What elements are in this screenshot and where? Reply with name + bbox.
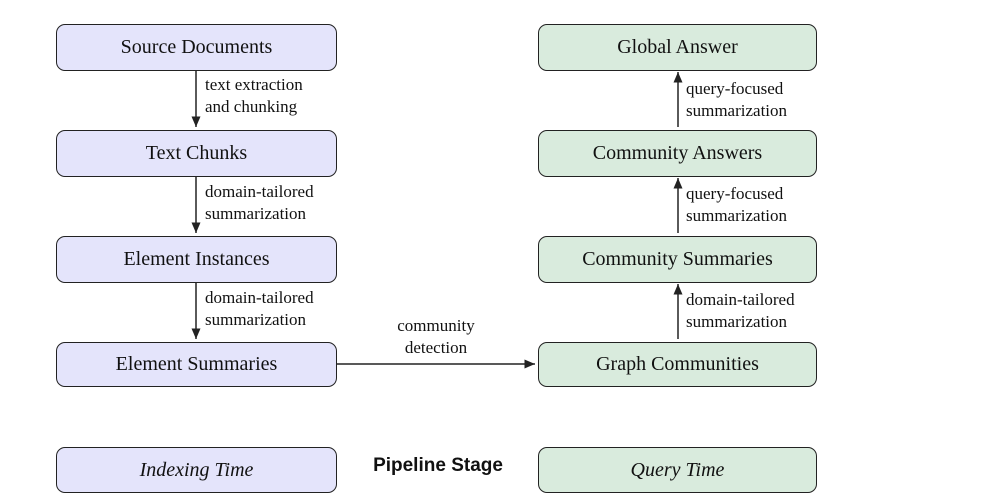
node-element-summaries: Element Summaries	[56, 342, 337, 387]
edge-label-query-focused-2: query-focused summarization	[686, 184, 788, 225]
node-graph-communities: Graph Communities	[538, 342, 817, 387]
node-global-answer: Global Answer	[538, 24, 817, 71]
edge-label-domain-tailored-3: domain-tailored summarization	[686, 290, 795, 331]
edge-label-domain-tailored-1: domain-tailored summarization	[205, 182, 314, 223]
legend-query-time: Query Time	[538, 447, 817, 493]
legend-indexing-time: Indexing Time	[56, 447, 337, 493]
node-community-answers: Community Answers	[538, 130, 817, 177]
node-community-summaries: Community Summaries	[538, 236, 817, 283]
edge-label-text-extraction: text extraction and chunking	[205, 75, 303, 116]
edge-label-query-focused-1: query-focused summarization	[686, 79, 788, 120]
edge-label-domain-tailored-2: domain-tailored summarization	[205, 288, 314, 329]
node-source-documents: Source Documents	[56, 24, 337, 71]
edge-label-community-detection: community detection	[397, 316, 475, 357]
node-element-instances: Element Instances	[56, 236, 337, 283]
legend-pipeline-stage: Pipeline Stage	[373, 455, 503, 476]
node-text-chunks: Text Chunks	[56, 130, 337, 177]
